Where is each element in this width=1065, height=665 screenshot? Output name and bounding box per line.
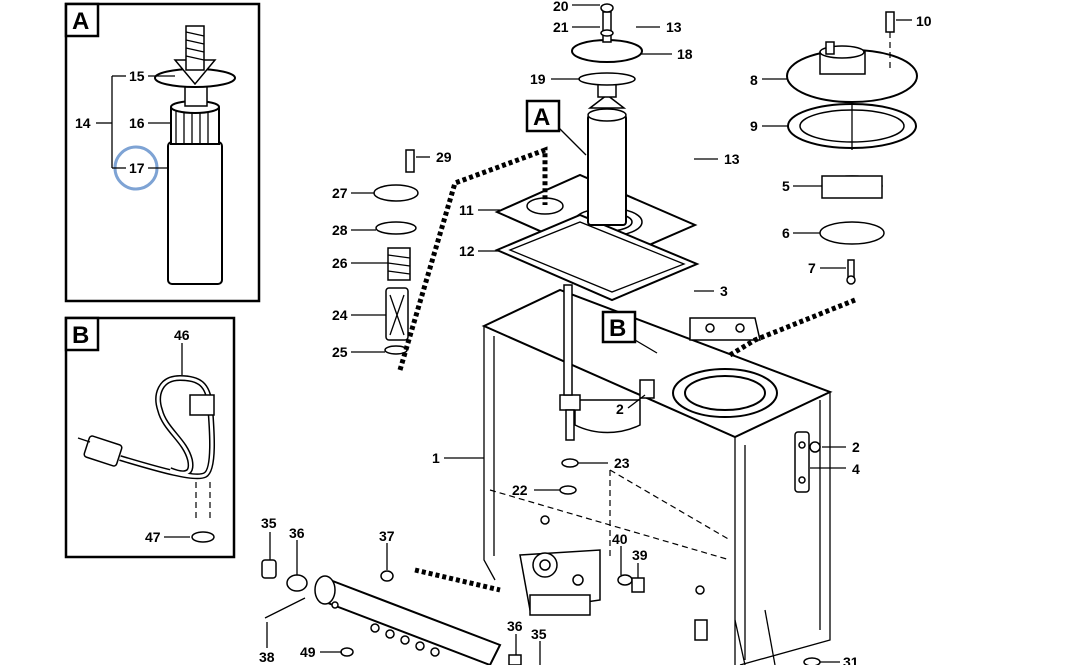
callout-13-mid: 13 bbox=[724, 151, 740, 167]
inset-a-letter-box bbox=[64, 2, 100, 38]
callout-35-bottom: 35 bbox=[531, 626, 547, 642]
callout-20: 20 bbox=[553, 0, 569, 14]
callout-23: 23 bbox=[614, 455, 630, 471]
svg-text:A: A bbox=[533, 104, 550, 131]
callout-36-bottom: 36 bbox=[507, 618, 523, 634]
svg-text:B: B bbox=[609, 315, 626, 342]
callout-31: 31 bbox=[843, 654, 859, 665]
callout-9: 9 bbox=[750, 118, 758, 134]
callout-labels: 20 21 13 18 19 10 8 9 5 6 7 13 3 29 27 2… bbox=[259, 0, 932, 665]
callout-26: 26 bbox=[332, 255, 348, 271]
callout-8: 8 bbox=[750, 72, 758, 88]
callout-25: 25 bbox=[332, 344, 348, 360]
callout-10: 10 bbox=[916, 13, 932, 29]
callout-15: 15 bbox=[129, 68, 145, 84]
filter-assembly-a bbox=[154, 25, 236, 285]
view-a-marker: A bbox=[525, 99, 587, 156]
sensor-hose-b bbox=[77, 374, 216, 543]
callout-14: 14 bbox=[75, 115, 91, 131]
filter-column bbox=[571, 3, 643, 226]
inset-b-letter: B bbox=[72, 322, 89, 349]
inset-a: A 14 15 16 17 bbox=[64, 2, 261, 303]
right-cover-assembly bbox=[786, 11, 918, 285]
callout-12: 12 bbox=[459, 243, 475, 259]
callout-35-left: 35 bbox=[261, 515, 277, 531]
hydraulic-tank bbox=[481, 284, 833, 665]
callout-4: 4 bbox=[852, 461, 860, 477]
callout-24: 24 bbox=[332, 307, 348, 323]
callout-7: 7 bbox=[808, 260, 816, 276]
callout-3: 3 bbox=[720, 283, 728, 299]
callout-38: 38 bbox=[259, 649, 275, 665]
callout-39: 39 bbox=[632, 547, 648, 563]
callout-37: 37 bbox=[379, 528, 395, 544]
callout-18: 18 bbox=[677, 46, 693, 62]
callout-22: 22 bbox=[512, 482, 528, 498]
callout-13-top: 13 bbox=[666, 19, 682, 35]
callout-40: 40 bbox=[612, 531, 628, 547]
callout-29: 29 bbox=[436, 149, 452, 165]
callout-5: 5 bbox=[782, 178, 790, 194]
callout-19: 19 bbox=[530, 71, 546, 87]
callout-28: 28 bbox=[332, 222, 348, 238]
callout-1: 1 bbox=[432, 450, 440, 466]
callout-6: 6 bbox=[782, 225, 790, 241]
inset-a-letter: A bbox=[72, 8, 89, 35]
callout-49: 49 bbox=[300, 644, 316, 660]
callout-36-left: 36 bbox=[289, 525, 305, 541]
view-b-marker: B bbox=[601, 310, 658, 354]
inset-a-frame bbox=[64, 2, 261, 303]
callout-11: 11 bbox=[459, 202, 474, 218]
callout-47: 47 bbox=[145, 529, 161, 545]
callout-17: 17 bbox=[129, 160, 145, 176]
callout-46: 46 bbox=[174, 327, 190, 343]
callout-27: 27 bbox=[332, 185, 348, 201]
callout-2-side: 2 bbox=[852, 439, 860, 455]
callout-2-inner: 2 bbox=[616, 401, 624, 417]
callout-21: 21 bbox=[553, 19, 569, 35]
leader-lines bbox=[266, 4, 912, 665]
bottom-pipe-assembly bbox=[261, 458, 821, 665]
inset-b: B 46 47 bbox=[64, 316, 236, 559]
callout-16: 16 bbox=[129, 115, 145, 131]
inset-b-letter-box bbox=[64, 316, 100, 352]
